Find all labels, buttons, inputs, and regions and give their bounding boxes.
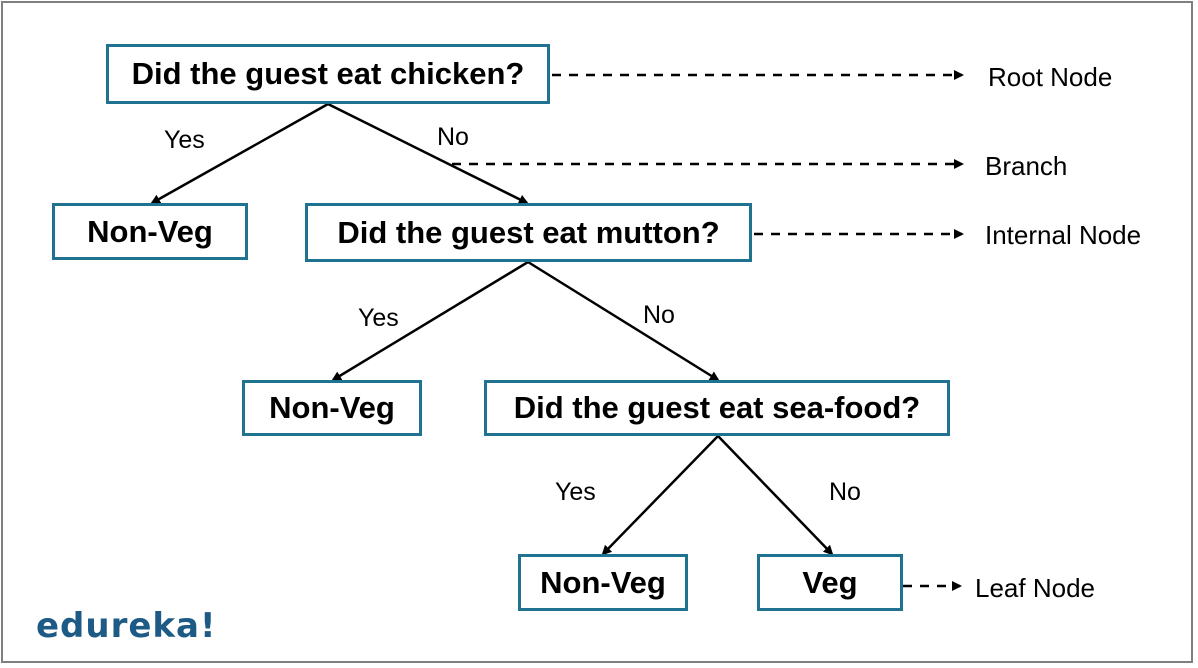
legend-branch: Branch (985, 151, 1068, 181)
branch-label-seafood-no: No (829, 478, 861, 506)
legend-root-node: Root Node (988, 62, 1113, 92)
edge-root-no (327, 102, 529, 205)
edge-root-yes (150, 102, 329, 205)
edge-mutton-yes (331, 260, 529, 382)
internal-node-mutton: Did the guest eat mutton? (305, 203, 752, 262)
root-node: Did the guest eat chicken? (106, 44, 550, 104)
leaf-node-non-veg-3: Non-Veg (518, 554, 688, 611)
branch-label-seafood-yes: Yes (555, 478, 596, 506)
branch-label-mutton-yes: Yes (358, 304, 399, 332)
branch-label-root-no: No (437, 123, 469, 151)
edge-mutton-no (527, 260, 720, 382)
leaf-node-veg: Veg (757, 554, 903, 611)
legend-leaf-node: Leaf Node (975, 573, 1095, 603)
legend-internal-node: Internal Node (985, 220, 1142, 250)
edureka-logo: edureka! (36, 606, 217, 646)
edge-seafood-yes (601, 435, 719, 556)
internal-node-seafood: Did the guest eat sea-food? (484, 380, 950, 436)
branch-label-mutton-no: No (643, 301, 675, 329)
branch-label-root-yes: Yes (164, 126, 205, 154)
leaf-node-non-veg-2: Non-Veg (242, 380, 422, 436)
leaf-node-non-veg-1: Non-Veg (52, 203, 248, 260)
edge-seafood-no (717, 435, 834, 556)
